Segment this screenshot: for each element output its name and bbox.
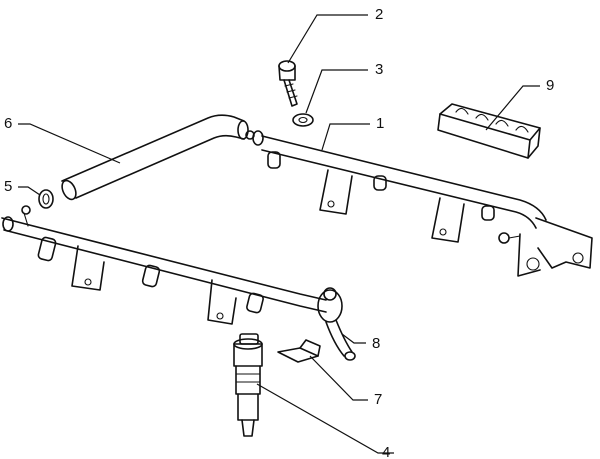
callout-3: 3 — [375, 61, 383, 78]
callout-4: 4 — [382, 444, 390, 459]
leader-lines — [18, 14, 540, 454]
callout-9: 9 — [546, 77, 554, 94]
part-2-bolt — [278, 60, 298, 107]
callout-6: 6 — [4, 115, 12, 132]
callout-labels: 2 3 1 9 6 5 8 7 4 — [4, 6, 554, 459]
part-4-fuel-injector — [233, 333, 263, 437]
part-5-hose-clamp — [38, 189, 54, 209]
part-9-retaining-clip — [437, 103, 541, 159]
callout-7: 7 — [374, 391, 382, 408]
part-8-connector-fitting — [317, 287, 356, 361]
part-6-fuel-hose — [61, 114, 249, 201]
callout-8: 8 — [372, 335, 380, 352]
part-1-fuel-rail-rear — [245, 130, 593, 277]
part-7-clip — [277, 339, 321, 363]
callout-1: 1 — [376, 115, 384, 132]
part-1-fuel-rail-front — [1, 205, 327, 325]
part-3-washer — [292, 113, 314, 127]
callout-5: 5 — [4, 178, 12, 195]
callout-2: 2 — [375, 6, 383, 23]
